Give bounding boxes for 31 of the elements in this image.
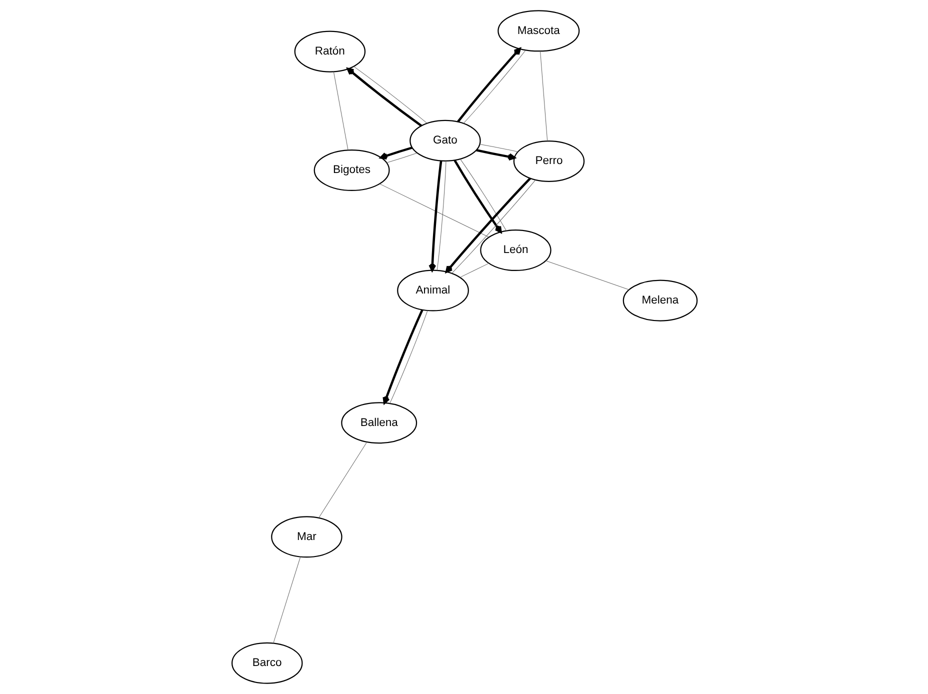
connector	[539, 50, 548, 142]
connector	[378, 184, 489, 238]
arrow	[476, 149, 516, 161]
node-ellipse: Ballena	[340, 402, 417, 444]
connector	[352, 66, 427, 124]
connector	[479, 144, 518, 152]
arrow	[428, 160, 442, 272]
connector	[459, 263, 489, 278]
connector	[460, 158, 506, 232]
connector	[436, 160, 446, 271]
connector	[332, 71, 348, 150]
node-ellipse: Animal	[396, 270, 468, 312]
node-ellipse: Mascota	[497, 10, 580, 52]
connector	[386, 152, 417, 163]
connector	[318, 442, 367, 518]
node-ellipse: Perro	[512, 140, 584, 182]
node-ellipse: Melena	[622, 280, 698, 322]
arrow	[382, 309, 423, 404]
arrow	[379, 146, 412, 160]
node-ellipse: Ratón	[294, 30, 366, 72]
node-ellipse: Gato	[409, 120, 480, 162]
arrow	[456, 48, 520, 122]
node-ellipse: León	[480, 229, 551, 272]
node-ellipse: Barco	[230, 642, 302, 684]
connector	[272, 556, 300, 644]
connector	[389, 310, 428, 404]
connector	[462, 50, 526, 124]
connector	[545, 260, 629, 290]
node-ellipse: Mar	[270, 516, 342, 558]
arrow	[346, 68, 422, 127]
arrow	[453, 160, 502, 234]
